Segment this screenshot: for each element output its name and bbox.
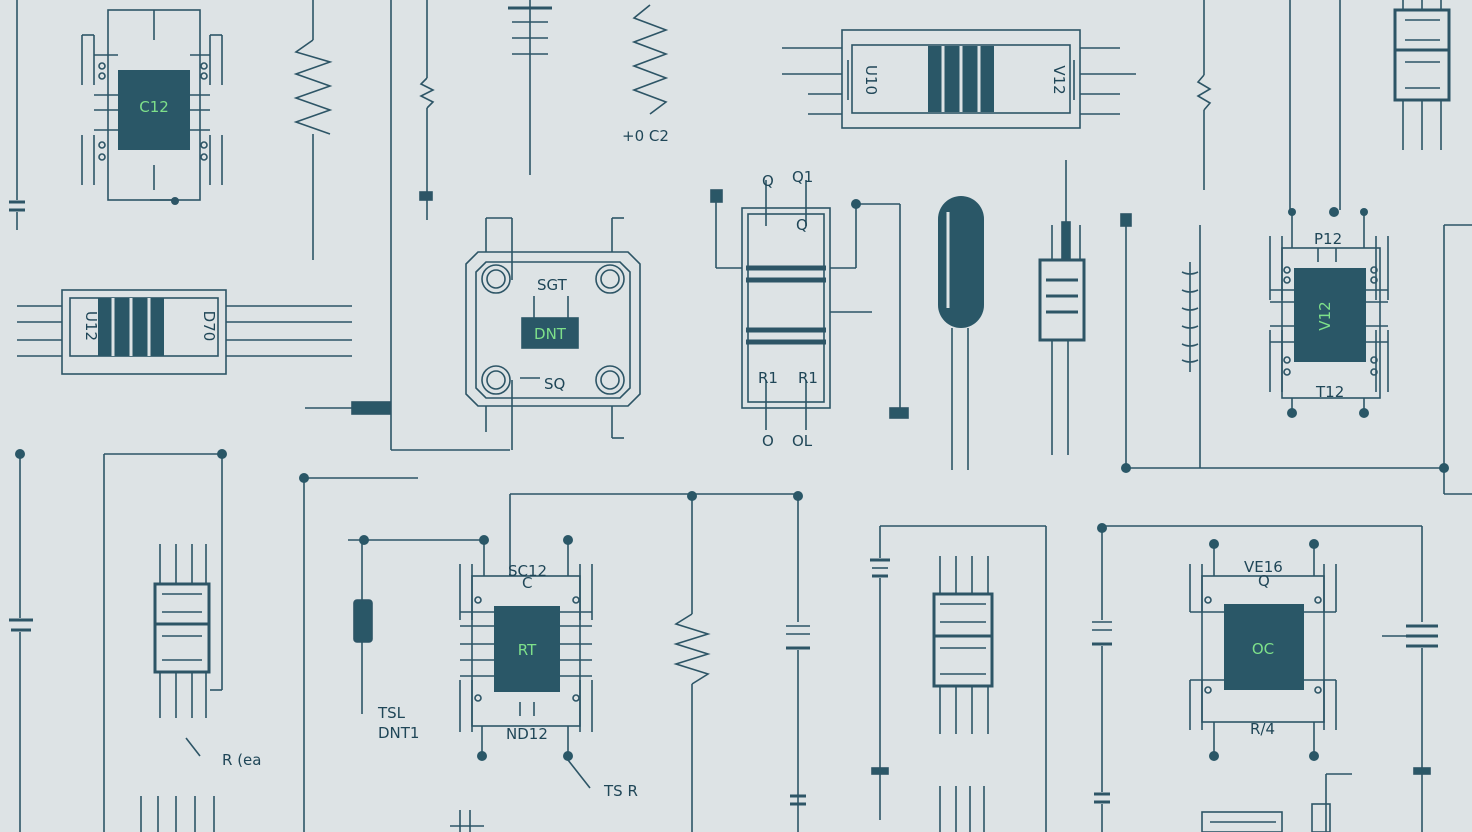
inductor-right: [1181, 262, 1199, 372]
label-r1-left: R1: [758, 369, 778, 387]
label-sgt: SGT: [537, 276, 568, 294]
label-dnt1: DNT1: [378, 724, 419, 742]
capacitor-tall: [938, 196, 984, 470]
resistor-axial: [1038, 160, 1086, 455]
chip-label-dnt: DNT: [534, 325, 567, 343]
label-ol: OL: [792, 432, 813, 450]
label-q1: Q1: [792, 168, 813, 186]
capacitor-top: [508, 0, 552, 175]
label-u12: U12: [82, 311, 100, 341]
label-q-small: Q: [796, 216, 808, 234]
label-ve16: VE16: [1244, 558, 1283, 576]
transistor-top-right: [1393, 0, 1451, 150]
transistor-bottom-center: [932, 556, 994, 734]
label-sq: SQ: [544, 375, 565, 393]
ic-c12-chip: [118, 70, 190, 150]
label-v12-rev: V12: [1050, 65, 1068, 94]
resistor-1: [293, 0, 333, 260]
resistor-2: [419, 0, 435, 220]
ic-oc-chip: [1224, 604, 1304, 690]
label-r-ea: R (ea: [222, 751, 261, 769]
label-p12: P12: [1314, 230, 1342, 248]
component-horizontal-top: [782, 29, 1136, 129]
transistor-bottom-left: [153, 544, 211, 718]
chip-label-rt: RT: [518, 641, 537, 659]
label-d70: D70: [200, 311, 218, 342]
label-sc12: SC12: [508, 562, 547, 580]
label-r1-right: R1: [798, 369, 818, 387]
resistor-3: [631, 4, 669, 115]
label-q-small2: Q: [1258, 572, 1270, 590]
module-dnt-chip: [521, 317, 579, 349]
label-c-small: C: [522, 574, 532, 592]
label-ts-r: TS R: [603, 782, 638, 800]
label-u10: U10: [862, 65, 880, 95]
labels-layer: C12 +0 C2 Q1 Q Q SGT DNT SQ R1 R1 O OL U…: [82, 65, 1344, 800]
ic-c12-package: [81, 9, 223, 201]
ic-rt-chip: [494, 606, 560, 692]
chip-label-v12: V12: [1316, 301, 1334, 330]
label-tsl: TSL: [377, 704, 406, 722]
component-vertical-center: [715, 180, 901, 430]
chip-label-c12: C12: [139, 98, 169, 116]
label-nd12: ND12: [506, 725, 548, 743]
label-q1-left: Q: [762, 172, 774, 190]
ic-v12-package: [1269, 212, 1389, 412]
chip-label-oc: OC: [1252, 640, 1274, 658]
label-o: O: [762, 432, 774, 450]
label-to-c2: +0 C2: [622, 127, 669, 145]
module-dnt: [465, 217, 641, 450]
label-r4: R/4: [1250, 720, 1275, 738]
label-t12: T12: [1315, 383, 1344, 401]
ic-v12-chip: [1294, 268, 1366, 362]
component-horizontal-left: [17, 289, 352, 375]
resistor-bottom: [673, 494, 711, 832]
ic-oc-package: [1189, 544, 1337, 756]
ic-rt-package: [459, 493, 798, 756]
